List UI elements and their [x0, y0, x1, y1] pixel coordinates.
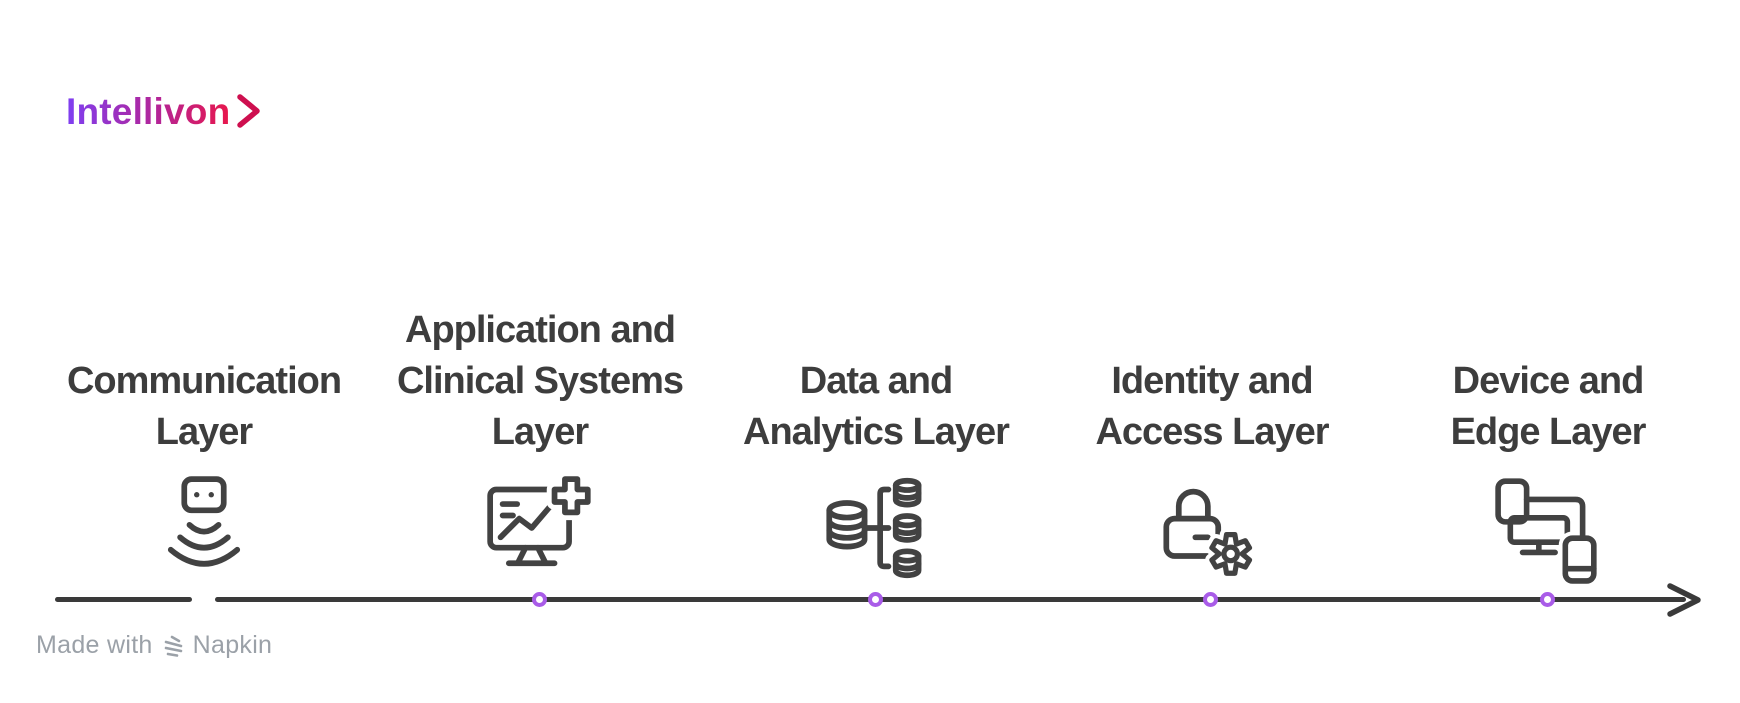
- layer-label: Data and Analytics Layer: [706, 250, 1046, 458]
- layer-label-line: Edge Layer: [1450, 411, 1647, 453]
- napkin-watermark: Made with Napkin: [36, 631, 272, 660]
- timeline-node: [1540, 592, 1555, 607]
- layer-label-line: Layer: [491, 411, 589, 453]
- chevron-right-icon: [237, 94, 261, 128]
- timeline-arrowhead-icon: [1667, 583, 1701, 617]
- layer-column-communication: Communication Layer: [34, 250, 374, 600]
- layer-label-line: Data and: [799, 360, 953, 402]
- lock-gear-icon: [1163, 488, 1257, 580]
- layer-label: Identity and Access Layer: [1042, 250, 1382, 458]
- layer-column-identity-access: Identity and Access Layer: [1042, 250, 1382, 600]
- timeline-node: [868, 592, 883, 607]
- timeline-segment-main: [215, 597, 1686, 602]
- timeline-node: [1203, 592, 1218, 607]
- layer-icon-area: [706, 458, 1046, 600]
- timeline-segment-left: [55, 597, 192, 602]
- broadcast-signal-icon: [167, 476, 241, 567]
- layer-icon-area: [34, 458, 374, 600]
- clinical-monitor-chart-icon: [487, 475, 594, 567]
- layer-column-device-edge: Device and Edge Layer: [1378, 250, 1718, 600]
- watermark-prefix: Made with: [36, 631, 153, 659]
- layer-label-line: Clinical Systems: [396, 360, 684, 402]
- layer-label-line: Identity and: [1111, 360, 1313, 402]
- logo-wordmark: Intellivon: [66, 90, 231, 132]
- layer-column-application-clinical: Application and Clinical Systems Layer: [370, 250, 710, 600]
- layer-label-line: Application and: [405, 309, 676, 351]
- layer-label-line: Analytics Layer: [743, 411, 1010, 453]
- layer-icon-area: [1042, 458, 1382, 600]
- intellivon-logo: Intellivon: [66, 92, 263, 130]
- timeline-node: [532, 592, 547, 607]
- layer-label-line: Access Layer: [1095, 411, 1329, 453]
- layer-label: Device and Edge Layer: [1378, 250, 1718, 458]
- layer-icon-area: [1378, 458, 1718, 600]
- database-tree-icon: [826, 477, 922, 579]
- watermark-brand: Napkin: [192, 631, 273, 659]
- layer-label: Communication Layer: [34, 250, 374, 458]
- layer-label-line: Layer: [155, 411, 253, 453]
- layer-label-line: Communication: [66, 360, 342, 402]
- layer-icon-area: [370, 458, 710, 600]
- connected-devices-icon: [1495, 478, 1601, 585]
- layer-label-line: Device and: [1452, 360, 1645, 402]
- layer-column-data-analytics: Data and Analytics Layer: [706, 250, 1046, 600]
- layer-label: Application and Clinical Systems Layer: [370, 250, 710, 458]
- napkin-logo-icon: [164, 635, 182, 657]
